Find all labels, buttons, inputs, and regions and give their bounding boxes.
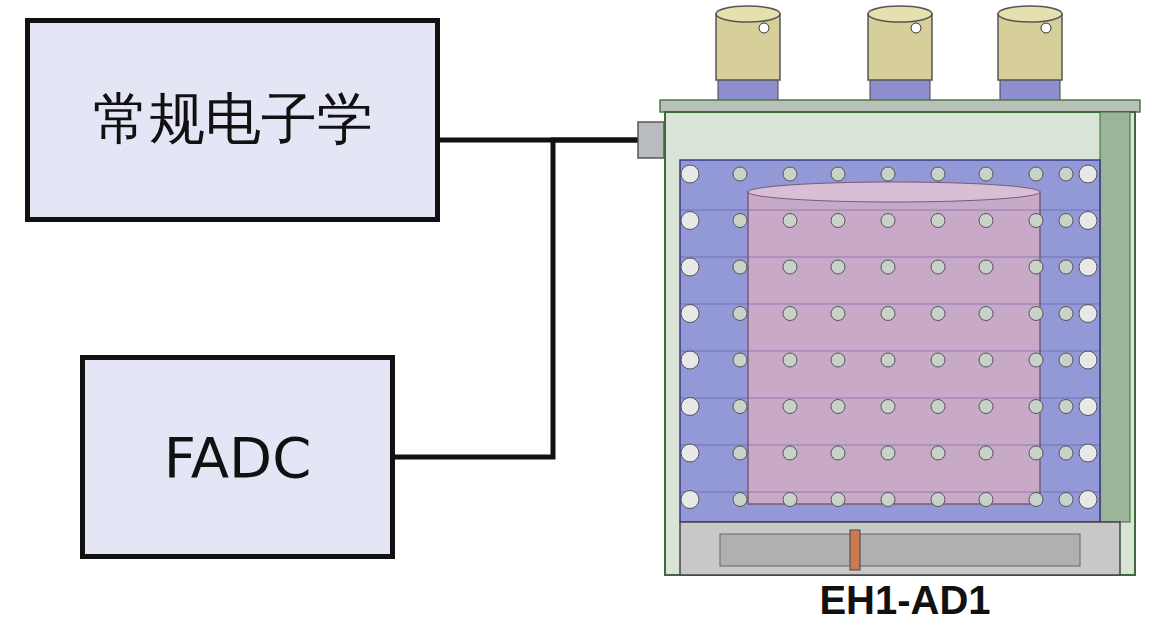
box-label: 常规电子学	[93, 82, 373, 158]
detector-label: EH1-AD1	[660, 578, 1150, 623]
detector-illustration	[660, 0, 1150, 580]
process-box: 常规电子学	[25, 18, 440, 222]
process-box: FADC	[80, 355, 395, 559]
detector-node: EH1-AD1	[660, 0, 1150, 634]
box-label: FADC	[164, 425, 312, 490]
